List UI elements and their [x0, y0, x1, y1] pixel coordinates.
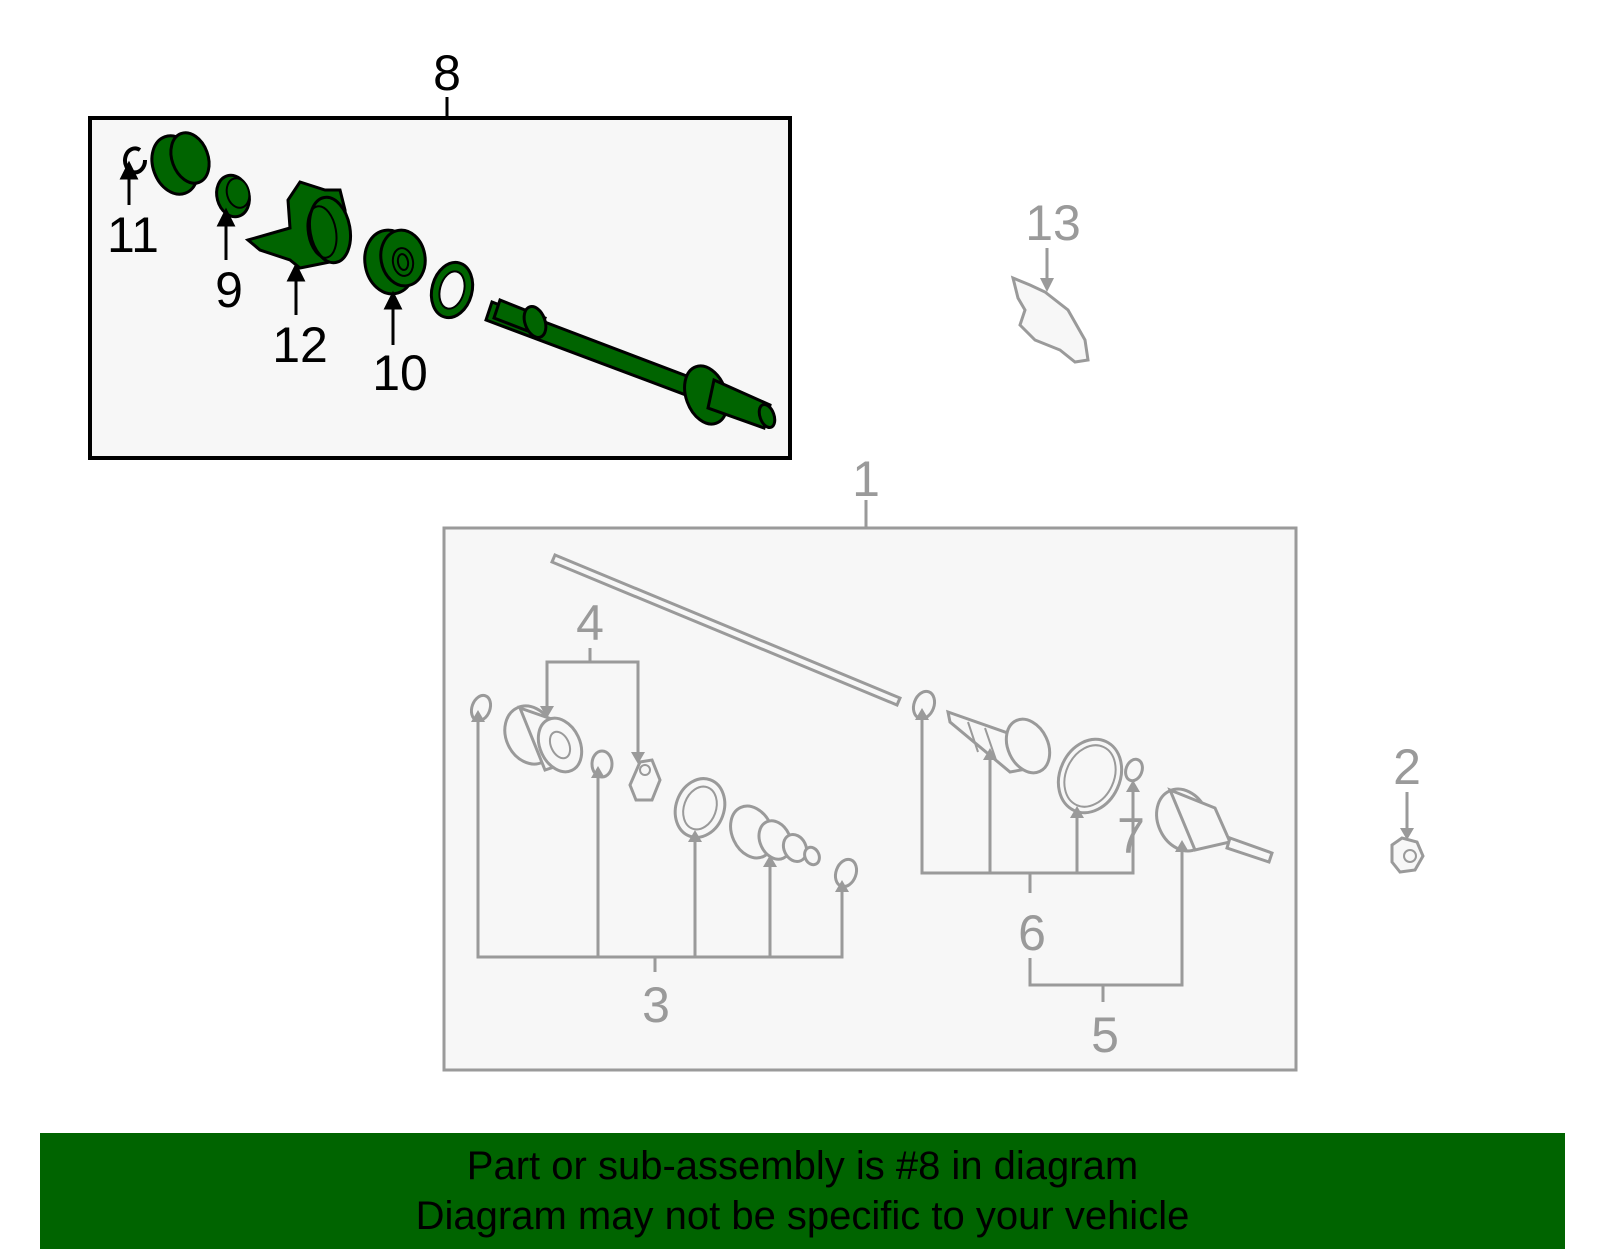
part-tripod	[628, 758, 662, 802]
callout-13[interactable]: 13	[1025, 195, 1081, 251]
callout-12[interactable]: 12	[272, 317, 328, 373]
callout-5[interactable]: 5	[1091, 1007, 1119, 1063]
callout-3[interactable]: 3	[642, 977, 670, 1033]
assembly-1-box	[442, 526, 1298, 1072]
part-outboard-boot	[946, 709, 1052, 775]
assembly-1-leaders	[476, 648, 1184, 1002]
part-7-clip	[1124, 757, 1144, 783]
parts-diagram: 8 11 9 12 10 13 1	[88, 45, 1425, 1072]
callout-4[interactable]: 4	[576, 595, 604, 651]
assembly-8-group[interactable]: 8 11 9 12 10	[88, 45, 792, 460]
part-c-ring[interactable]	[425, 258, 478, 322]
callout-2[interactable]: 2	[1393, 739, 1421, 795]
assembly-8-arrows	[119, 160, 403, 345]
part-2-group[interactable]: 2	[1390, 739, 1425, 874]
part-axle-shaft	[550, 553, 902, 707]
callout-7[interactable]: 7	[1117, 808, 1145, 864]
callout-10[interactable]: 10	[372, 345, 428, 401]
part-seal-cap[interactable]	[144, 127, 216, 200]
part-10-bearing[interactable]	[360, 226, 430, 298]
part-12-bracket[interactable]	[244, 180, 355, 270]
assembly-1-arrowheads	[471, 706, 1189, 892]
part-boot-band	[673, 777, 727, 839]
part-2-nut	[1390, 836, 1425, 874]
part-13-group[interactable]: 13	[1010, 195, 1090, 364]
part-intermediate-shaft[interactable]	[484, 298, 778, 430]
info-banner: Part or sub-assembly is #8 in diagram Di…	[40, 1133, 1565, 1249]
callout-9[interactable]: 9	[215, 262, 243, 318]
banner-line-1: Part or sub-assembly is #8 in diagram	[466, 1144, 1139, 1188]
part-outboard-joint	[1155, 787, 1274, 864]
part-13-bracket	[1010, 275, 1090, 364]
part-outboard-ring	[1056, 737, 1124, 815]
part-inboard-boot	[729, 804, 821, 867]
part-inboard-joint-housing	[503, 704, 584, 774]
callout-6[interactable]: 6	[1018, 905, 1046, 961]
callout-11[interactable]: 11	[107, 207, 159, 263]
callout-8[interactable]: 8	[433, 45, 461, 101]
callout-1[interactable]: 1	[852, 451, 880, 507]
banner-line-2: Diagram may not be specific to your vehi…	[415, 1194, 1190, 1238]
assembly-1-group[interactable]: 1	[442, 451, 1298, 1072]
part-9-ring[interactable]	[212, 172, 254, 221]
